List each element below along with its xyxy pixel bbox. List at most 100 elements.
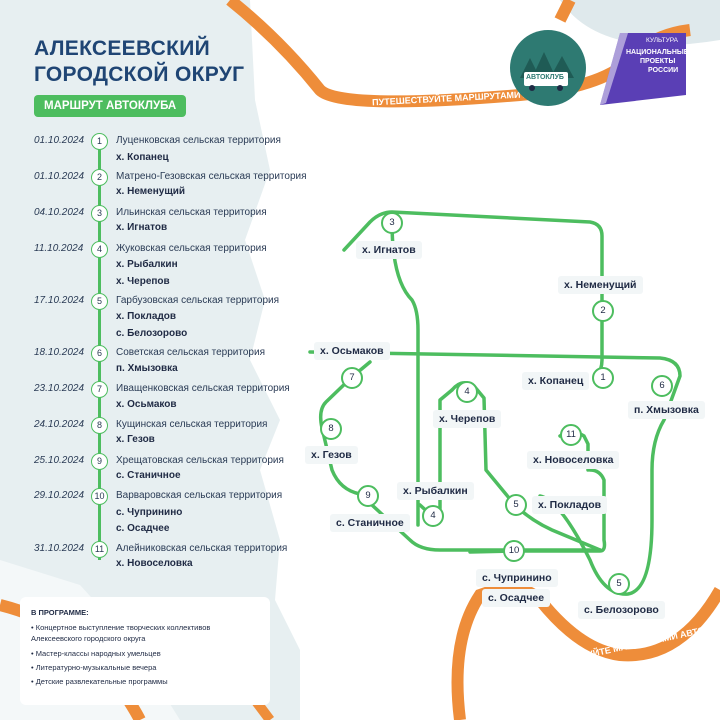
schedule-date: 29.10.2024 bbox=[34, 490, 85, 501]
np-logo-line-1: НАЦИОНАЛЬНЫЕ bbox=[626, 49, 689, 56]
map-stop-marker: 7 bbox=[341, 367, 363, 389]
map-label: х. Черепов bbox=[433, 410, 502, 428]
stop-number-badge: 1 bbox=[91, 133, 108, 150]
map-label: п. Хмызовка bbox=[628, 401, 705, 419]
territory-name: Луценковская сельская территория bbox=[116, 135, 281, 146]
stop-number-badge: 4 bbox=[91, 241, 108, 258]
program-item: • Детские развлекательные программы bbox=[31, 677, 168, 686]
program-item: • Литературно-музыкальные вечера bbox=[31, 663, 157, 672]
avtoklub-logo-text: АВТОКЛУБ bbox=[526, 74, 564, 81]
territory-name: Советская сельская территория bbox=[116, 347, 265, 358]
schedule-date: 31.10.2024 bbox=[34, 543, 85, 554]
village-name: х. Игнатов bbox=[116, 222, 168, 233]
stop-number-badge: 5 bbox=[91, 293, 108, 310]
map-label: с. Белозорово bbox=[578, 601, 665, 619]
map-label: х. Копанец bbox=[522, 372, 590, 390]
village-name: х. Гезов bbox=[116, 434, 155, 445]
village-name: х. Покладов bbox=[116, 311, 177, 322]
schedule-date: 04.10.2024 bbox=[34, 207, 85, 218]
map-label: х. Осьмаков bbox=[314, 342, 390, 360]
stop-number-badge: 6 bbox=[91, 345, 108, 362]
map-label: с. Осадчее bbox=[482, 589, 551, 607]
map-label: х. Новоселовка bbox=[527, 451, 620, 469]
map-label: х. Неменущий bbox=[558, 276, 643, 294]
avtoklub-logo-graphic bbox=[520, 52, 574, 91]
territory-name: Кущинская сельская территория bbox=[116, 419, 268, 430]
district-area bbox=[245, 0, 720, 720]
schedule-date: 01.10.2024 bbox=[34, 171, 85, 182]
route-badge: МАРШРУТ АВТОКЛУБА bbox=[34, 95, 187, 117]
np-logo-top: КУЛЬТУРА bbox=[646, 37, 678, 44]
stop-number-badge: 9 bbox=[91, 453, 108, 470]
program-item: • Концертное выступление творческих колл… bbox=[31, 623, 211, 643]
national-projects-logo: КУЛЬТУРА НАЦИОНАЛЬНЫЕ ПРОЕКТЫ РОССИИ bbox=[600, 33, 689, 105]
village-name: с. Чупринино bbox=[116, 507, 183, 518]
village-name: х. Рыбалкин bbox=[116, 259, 178, 270]
program-item-text: Детские развлекательные программы bbox=[35, 677, 168, 686]
map-stop-marker: 11 bbox=[560, 424, 582, 446]
map-label: х. Покладов bbox=[532, 496, 608, 514]
np-logo-line-2: ПРОЕКТЫ bbox=[640, 58, 676, 65]
schedule-date: 24.10.2024 bbox=[34, 419, 85, 430]
territory-name: Алейниковская сельская территория bbox=[116, 543, 288, 554]
map-stop-marker: 3 bbox=[381, 212, 403, 234]
village-name: х. Черепов bbox=[116, 276, 170, 287]
village-name: с. Осадчее bbox=[116, 523, 170, 534]
route-line bbox=[468, 468, 607, 554]
village-name: х. Новоселовка bbox=[116, 558, 193, 569]
program-item-text: Концертное выступление творческих коллек… bbox=[31, 623, 211, 643]
village-name: с. Станичное bbox=[116, 470, 181, 481]
program-item-text: Литературно-музыкальные вечера bbox=[35, 663, 157, 672]
stop-number-badge: 10 bbox=[91, 488, 108, 505]
map-stop-marker: 5 bbox=[505, 494, 527, 516]
stop-number-badge: 7 bbox=[91, 381, 108, 398]
village-name: х. Неменущий bbox=[116, 186, 186, 197]
route-line bbox=[390, 220, 420, 527]
map-stop-marker: 6 bbox=[651, 375, 673, 397]
avtoklub-logo: АВТОКЛУБ bbox=[510, 30, 586, 106]
map-stop-marker: 4 bbox=[456, 381, 478, 403]
territory-name: Хрещатовская сельская территория bbox=[116, 455, 284, 466]
page-title: АЛЕКСЕЕВСКИЙ ГОРОДСКОЙ ОКРУГ bbox=[34, 36, 244, 88]
village-name: п. Хмызовка bbox=[116, 363, 178, 374]
schedule-date: 23.10.2024 bbox=[34, 383, 85, 394]
map-label: с. Чупринино bbox=[476, 569, 558, 587]
map-label: х. Игнатов bbox=[356, 241, 422, 259]
route-line bbox=[318, 360, 602, 552]
territory-name: Иващенковская сельская территория bbox=[116, 383, 290, 394]
stop-number-badge: 3 bbox=[91, 205, 108, 222]
map-stop-marker: 2 bbox=[592, 300, 614, 322]
village-name: с. Белозорово bbox=[116, 328, 188, 339]
map-label: с. Станичное bbox=[330, 514, 410, 532]
map-stop-marker: 9 bbox=[357, 485, 379, 507]
schedule-date: 17.10.2024 bbox=[34, 295, 85, 306]
stop-number-badge: 2 bbox=[91, 169, 108, 186]
territory-name: Матрено-Гезовская сельская территория bbox=[116, 171, 307, 182]
map-stop-marker: 5 bbox=[608, 573, 630, 595]
schedule-date: 11.10.2024 bbox=[34, 243, 84, 254]
banner-ribbon-top-right bbox=[554, 0, 576, 23]
map-stop-marker: 1 bbox=[592, 367, 614, 389]
schedule-date: 01.10.2024 bbox=[34, 135, 85, 146]
map-label: х. Гезов bbox=[305, 446, 358, 464]
national-projects-logo-shape bbox=[600, 33, 686, 105]
territory-name: Гарбузовская сельская территория bbox=[116, 295, 280, 306]
schedule-date: 25.10.2024 bbox=[34, 455, 85, 466]
program-item-text: Мастер-классы народных умельцев bbox=[35, 649, 161, 658]
map-stop-marker: 8 bbox=[320, 418, 342, 440]
territory-name: Варваровская сельская территория bbox=[116, 490, 283, 501]
map-stop-marker: 4 bbox=[422, 505, 444, 527]
program-box: В ПРОГРАММЕ: • Концертное выступление тв… bbox=[20, 597, 270, 705]
stop-number-badge: 11 bbox=[91, 541, 108, 558]
title-line-2: ГОРОДСКОЙ ОКРУГ bbox=[34, 63, 245, 86]
program-item: • Мастер-классы народных умельцев bbox=[31, 649, 161, 658]
territory-name: Ильинская сельская территория bbox=[116, 207, 267, 218]
village-name: х. Копанец bbox=[116, 152, 169, 163]
village-name: х. Осьмаков bbox=[116, 399, 177, 410]
stop-number-badge: 8 bbox=[91, 417, 108, 434]
map-stop-marker: 10 bbox=[503, 540, 525, 562]
program-heading: В ПРОГРАММЕ: bbox=[31, 608, 89, 617]
map-label: х. Рыбалкин bbox=[397, 482, 474, 500]
territory-name: Жуковская сельская территория bbox=[116, 243, 267, 254]
np-logo-line-3: РОССИИ bbox=[648, 67, 679, 74]
